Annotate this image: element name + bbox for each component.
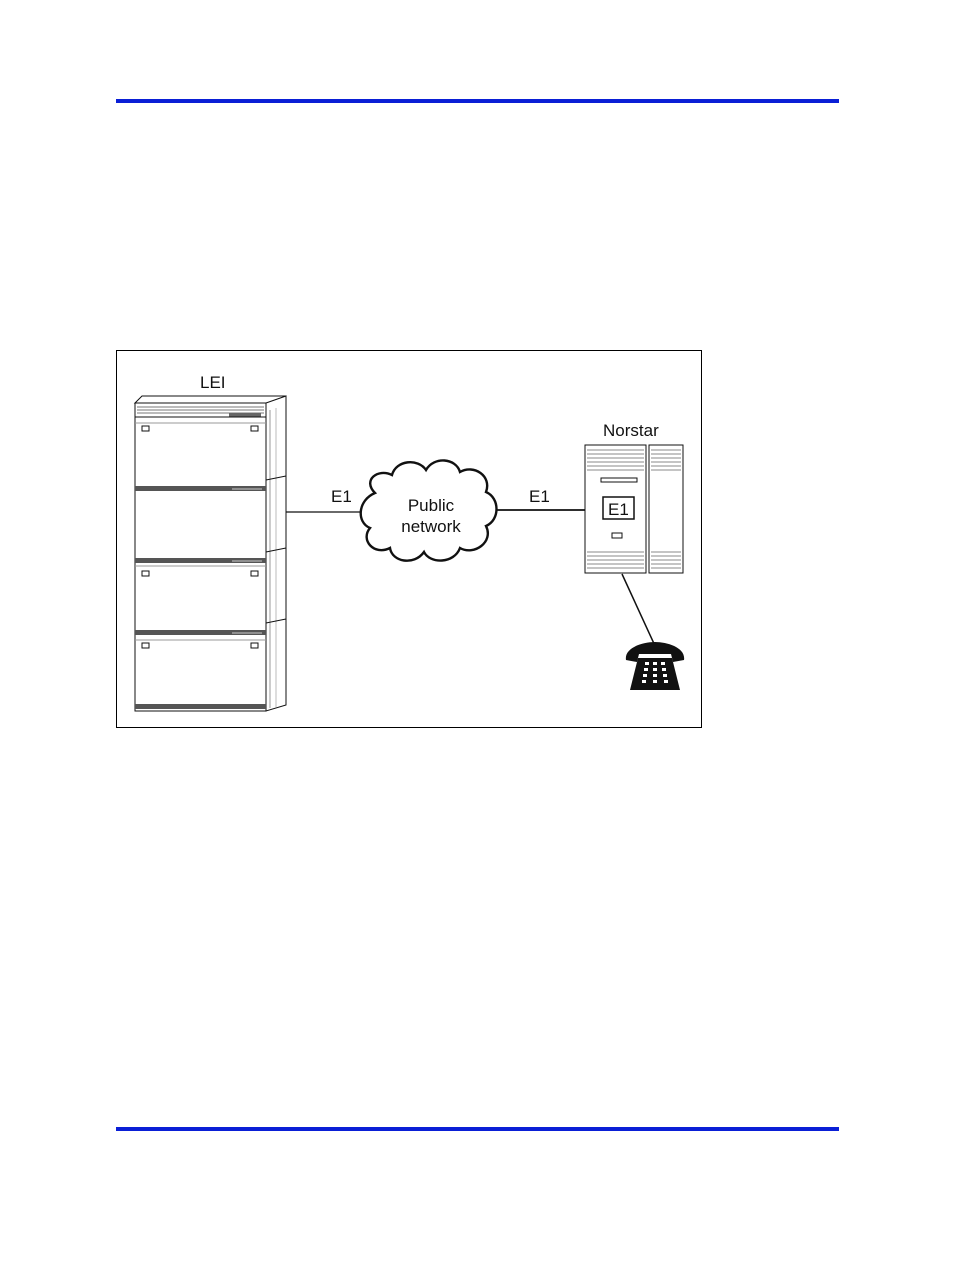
cloud-label-line1: Public: [408, 496, 455, 515]
right-link-label: E1: [529, 487, 550, 506]
lei-cabinet-icon: [135, 396, 286, 711]
norstar-unit-icon: [585, 445, 683, 573]
telephone-icon: [626, 642, 684, 690]
lei-label: LEI: [200, 373, 226, 392]
left-link-label: E1: [331, 487, 352, 506]
cloud-label-line2: network: [401, 517, 461, 536]
card-label: E1: [608, 500, 629, 519]
footer-rule: [116, 1127, 839, 1131]
norstar-label: Norstar: [603, 421, 659, 440]
phone-link-line: [622, 574, 656, 648]
